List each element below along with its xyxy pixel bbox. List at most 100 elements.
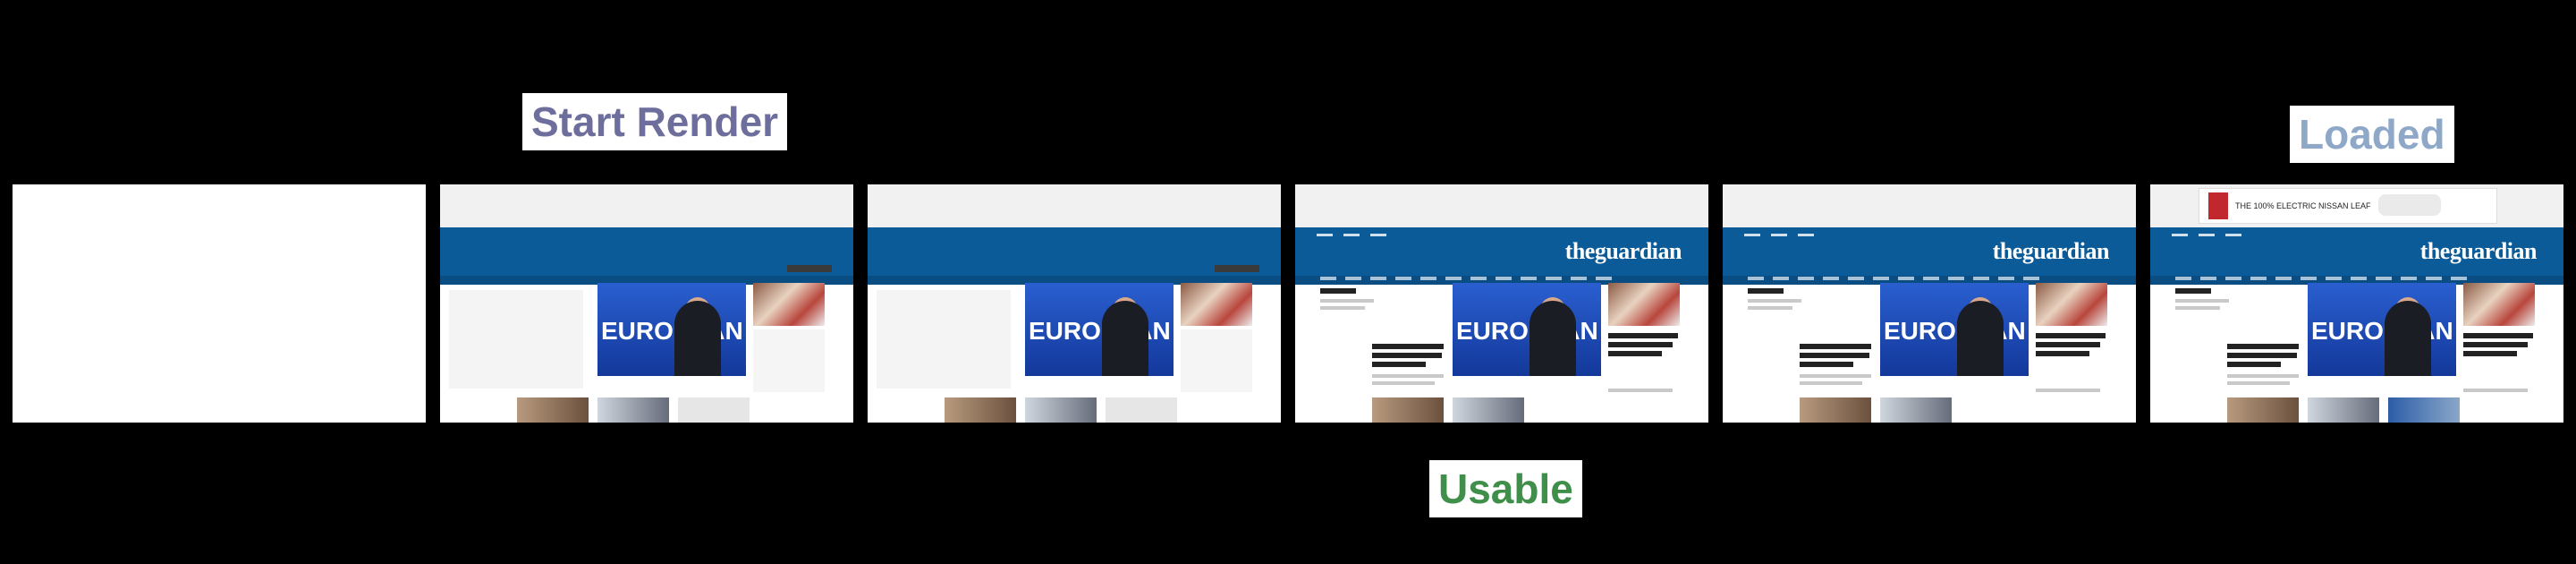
hero-image-text: EUROPEAN [1029,317,1171,345]
side-headline [2036,342,2100,347]
lead-headline [1800,344,1871,349]
side-text [1608,389,1673,392]
thumbnail-1 [1800,397,1871,423]
hero-image: EUROPEAN [597,283,746,376]
lead-headline [1372,362,1426,367]
side-headline [1608,333,1678,338]
header-links [1317,234,1386,236]
lead-standfirst [2227,374,2299,378]
browser-top-strip [1723,184,2136,227]
thumbnail-3 [1106,397,1177,423]
site-header-bar [868,227,1281,276]
thumbnail-2 [597,397,669,423]
left-column-placeholder [877,290,1011,389]
lead-headline [1800,353,1869,358]
nissan-logo-icon [2208,192,2228,219]
headlines-heading [1748,288,1784,294]
date-line [2175,306,2220,310]
guardian-logo: theguardian [2419,238,2538,264]
thumbnail-1 [945,397,1016,423]
site-header-bar [1723,227,2136,276]
nav-strip [2150,276,2563,285]
thumbnail-1 [2227,397,2299,423]
right-column-placeholder [753,329,825,392]
header-button-placeholder [787,265,832,272]
side-headline [2036,333,2106,338]
side-headline [2463,351,2517,356]
guardian-logo: theguardian [1564,238,1682,264]
banner-ad-text: THE 100% ELECTRIC NISSAN LEAF [2235,201,2371,210]
side-headline [2463,333,2533,338]
lead-standfirst [2227,381,2290,385]
thumbnail-3 [2388,397,2460,423]
side-text [2036,389,2100,392]
hero-image: EUROPEAN [1453,283,1601,376]
left-column-placeholder [449,290,583,389]
lead-headline [1800,362,1853,367]
side-headline [2036,351,2089,356]
nav-strip [1723,276,2136,285]
header-links [2172,234,2241,236]
hero-image-text: EUROPEAN [2311,317,2453,345]
filmstrip-frame-1-blank [13,184,426,423]
date-line [1748,306,1792,310]
site-header-bar [1295,227,1708,276]
start-render-label: Start Render [522,93,788,150]
section-nav [1320,277,1612,280]
nav-strip [868,276,1281,285]
date-line [1748,299,1801,303]
header-button-placeholder [1215,265,1259,272]
date-line [2175,299,2229,303]
lead-headline [2227,344,2299,349]
thumbnail-2 [1025,397,1097,423]
hero-image: EUROPEAN [2308,283,2456,376]
side-headline [1608,342,1673,347]
hero-image: EUROPEAN [1025,283,1174,376]
hero-image-text: EUROPEAN [601,317,743,345]
lead-headline [2227,362,2281,367]
filmstrip-frame-2-partial: EUROPEAN [440,184,853,423]
thumbnail-2 [2308,397,2379,423]
browser-top-strip [1295,184,1708,227]
side-image [1608,283,1680,326]
lead-standfirst [1372,381,1435,385]
banner-ad[interactable]: THE 100% ELECTRIC NISSAN LEAF [2199,188,2497,224]
side-image [1181,283,1252,326]
thumbnail-1 [517,397,589,423]
lead-standfirst [1800,381,1862,385]
side-image [2036,283,2107,326]
lead-headline [1372,353,1442,358]
hero-image-text: EUROPEAN [1456,317,1598,345]
right-column-placeholder [1181,329,1252,392]
loaded-label: Loaded [2290,106,2454,163]
headlines-heading [1320,288,1356,294]
nav-strip [1295,276,1708,285]
car-image [2378,194,2441,216]
hero-image-text: EUROPEAN [1884,317,2026,345]
filmstrip-frame-5-full: theguardian EUROPEAN [1723,184,2136,423]
thumbnail-3 [678,397,750,423]
nav-strip [440,276,853,285]
side-image [2463,283,2535,326]
usable-label: Usable [1429,460,1582,517]
date-line [1320,306,1365,310]
hero-image: EUROPEAN [1880,283,2029,376]
guardian-logo: theguardian [1992,238,2110,264]
side-text [2463,389,2528,392]
site-header-bar [2150,227,2563,276]
lead-standfirst [1800,374,1871,378]
filmstrip-frame-6-loaded: THE 100% ELECTRIC NISSAN LEAF theguardia… [2150,184,2563,423]
side-headline [1608,351,1662,356]
browser-top-strip [868,184,1281,227]
filmstrip-frame-4-full: theguardian EUROPEAN [1295,184,1708,423]
side-image [753,283,825,326]
lead-headline [2227,353,2297,358]
side-headline [2463,342,2528,347]
filmstrip-frame-3-partial: EUROPEAN [868,184,1281,423]
lead-standfirst [1372,374,1444,378]
section-nav [2175,277,2467,280]
site-header-bar [440,227,853,276]
thumbnail-2 [1880,397,1952,423]
date-line [1320,299,1374,303]
thumbnail-2 [1453,397,1524,423]
